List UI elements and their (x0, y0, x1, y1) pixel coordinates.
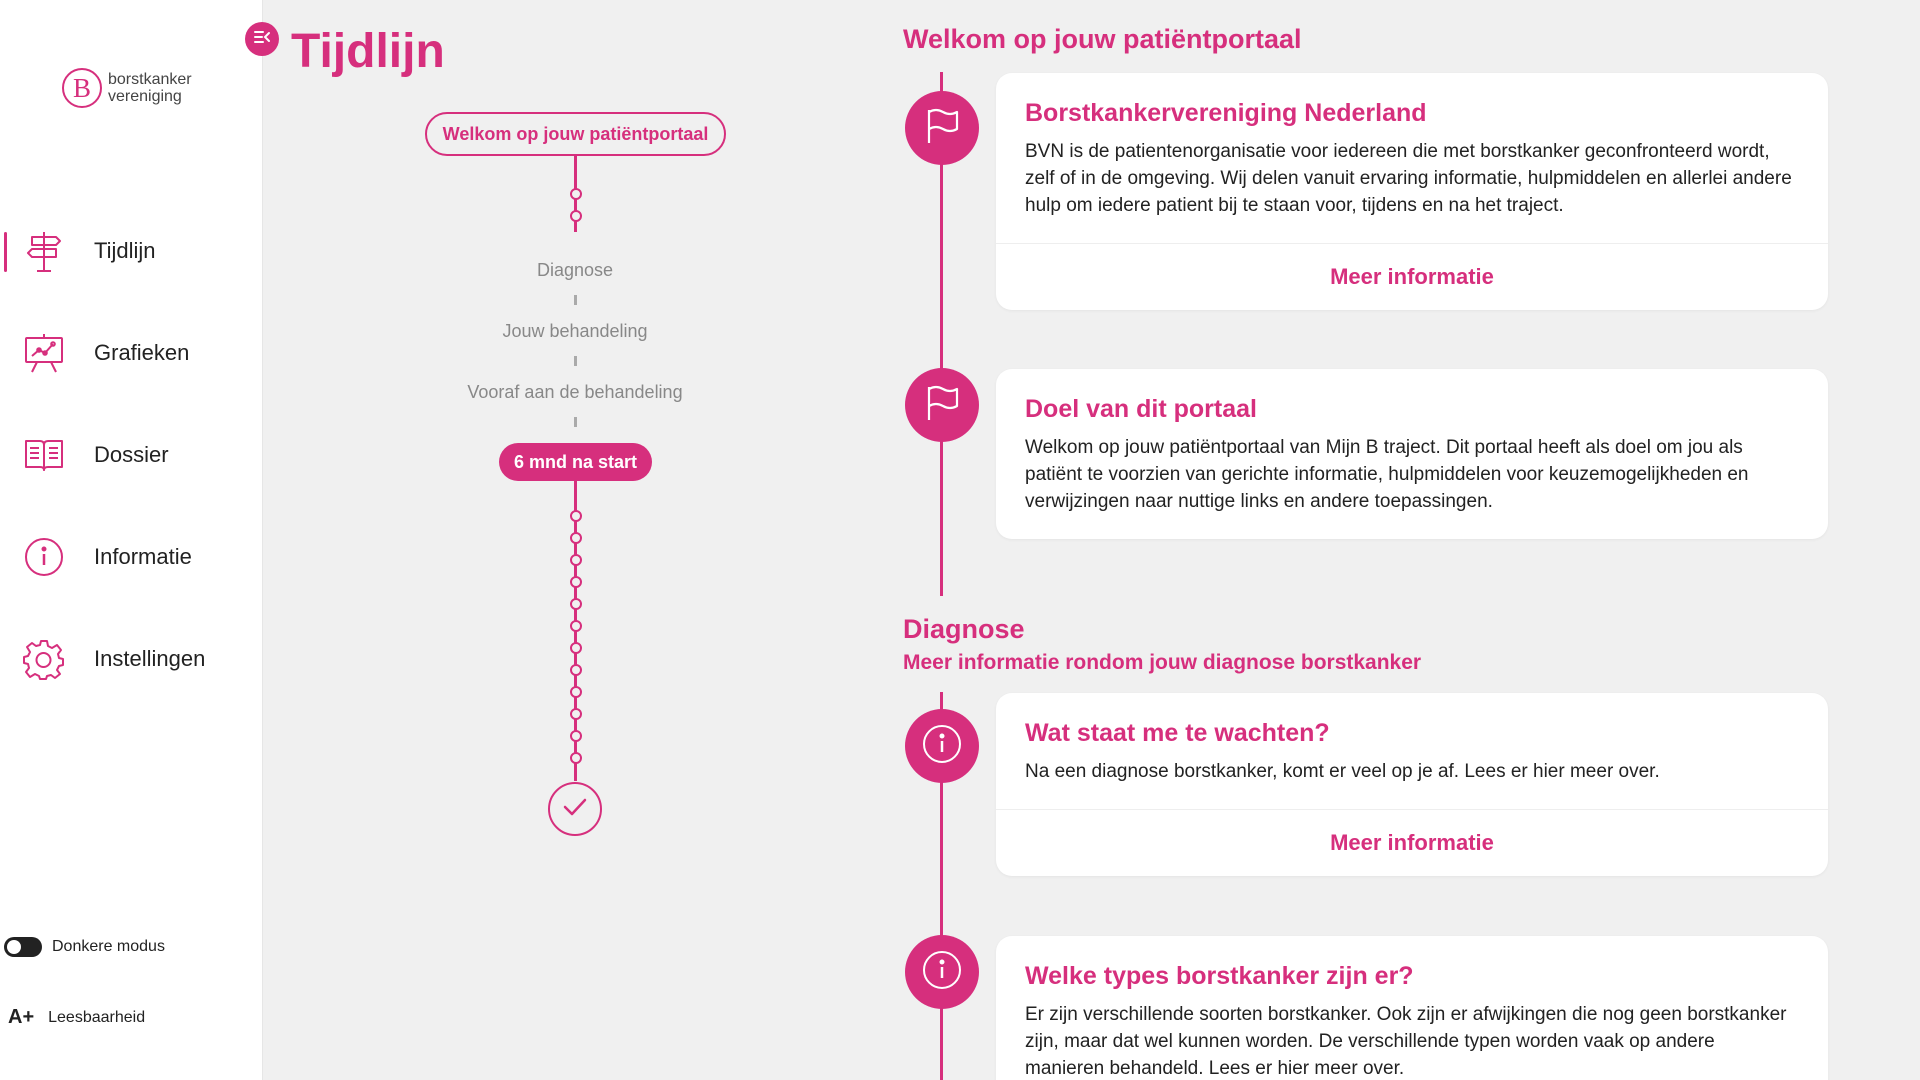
page-title: Tijdlijn (291, 25, 445, 78)
mini-current-pill[interactable]: 6 mnd na start (499, 443, 652, 481)
flag-icon (924, 107, 960, 150)
mini-step-vooraf[interactable]: Vooraf aan de behandeling (467, 382, 683, 402)
mini-tick (574, 417, 577, 427)
mini-dot[interactable] (570, 686, 582, 698)
sidebar-item-dossier[interactable]: Dossier (0, 404, 263, 506)
sidebar: B borstkanker vereniging Tijdlijn (0, 0, 263, 1080)
card-body: Welke types borstkanker zijn er? Er zijn… (996, 936, 1828, 1080)
dark-mode-label: Donkere modus (52, 938, 165, 955)
mini-dot[interactable] (570, 620, 582, 632)
sidebar-item-grafieken[interactable]: Grafieken (0, 302, 263, 404)
info-card: Wat staat me te wachten? Na een diagnose… (996, 693, 1828, 876)
mini-dot[interactable] (570, 532, 582, 544)
info-card: Welke types borstkanker zijn er? Er zijn… (996, 936, 1828, 1080)
sidebar-item-label: Tijdlijn (94, 238, 156, 263)
more-info-link[interactable]: Meer informatie (996, 243, 1828, 310)
check-icon (562, 797, 588, 822)
readability-button[interactable]: A+ Leesbaarheid (8, 1006, 145, 1029)
mini-start-pill[interactable]: Welkom op jouw patiëntportaal (425, 112, 726, 156)
sidebar-nav: Tijdlijn Grafieken (0, 200, 263, 710)
mini-dot[interactable] (570, 642, 582, 654)
mini-dot[interactable] (570, 554, 582, 566)
sidebar-item-instellingen[interactable]: Instellingen (0, 608, 263, 710)
sidebar-item-tijdlijn[interactable]: Tijdlijn (0, 200, 263, 302)
mini-dot[interactable] (570, 752, 582, 764)
sidebar-item-informatie[interactable]: Informatie (0, 506, 263, 608)
info-card: Doel van dit portaal Welkom op jouw pati… (996, 369, 1828, 539)
timeline-line (940, 692, 943, 1080)
collapse-icon (253, 30, 271, 49)
card-title: Welke types borstkanker zijn er? (1025, 962, 1414, 990)
mini-dot[interactable] (570, 598, 582, 610)
mini-dot[interactable] (570, 210, 582, 222)
logo-line-2: vereniging (108, 88, 182, 105)
sidebar-item-label: Instellingen (94, 646, 206, 671)
collapse-sidebar-button[interactable] (245, 22, 279, 56)
card-text: Er zijn verschillende soorten borstkanke… (1025, 1004, 1787, 1079)
card-text: Welkom op jouw patiëntportaal van Mijn B… (1025, 437, 1749, 512)
diagnose-subheading: Meer informatie rondom jouw diagnose bor… (903, 651, 1422, 674)
card-text: BVN is de patientenorganisatie voor iede… (1025, 141, 1792, 216)
mini-finish (548, 782, 602, 836)
mini-dot[interactable] (570, 730, 582, 742)
timeline-node (905, 709, 979, 783)
timeline-node (905, 935, 979, 1009)
mini-tick (574, 295, 577, 305)
info-icon (921, 723, 963, 770)
card-body: Wat staat me te wachten? Na een diagnose… (996, 693, 1828, 809)
dark-mode-toggle[interactable]: Donkere modus (4, 937, 165, 957)
timeline-node (905, 368, 979, 442)
more-info-link[interactable]: Meer informatie (996, 809, 1828, 876)
info-icon (22, 535, 66, 579)
card-body: Doel van dit portaal Welkom op jouw pati… (996, 369, 1828, 539)
card-title: Wat staat me te wachten? (1025, 719, 1330, 747)
card-text: Na een diagnose borstkanker, komt er vee… (1025, 761, 1660, 782)
timeline-line (940, 72, 943, 596)
card-title: Borstkankervereniging Nederland (1025, 99, 1427, 127)
chart-board-icon (22, 331, 66, 375)
mini-dot[interactable] (570, 708, 582, 720)
mini-step-diagnose[interactable]: Diagnose (536, 260, 614, 280)
toggle-switch[interactable] (4, 937, 42, 957)
card-body: Borstkankervereniging Nederland BVN is d… (996, 73, 1828, 243)
logo-line-1: borstkanker (108, 71, 192, 88)
sidebar-item-label: Informatie (94, 544, 192, 569)
mini-dot[interactable] (570, 664, 582, 676)
intro-heading: Welkom op jouw patiëntportaal (903, 24, 1302, 54)
logo-mark: B (62, 68, 102, 108)
signpost-icon (22, 229, 66, 273)
mini-dot[interactable] (570, 510, 582, 522)
gear-icon (22, 637, 66, 681)
sidebar-item-label: Grafieken (94, 340, 190, 365)
readability-label: Leesbaarheid (48, 1008, 146, 1026)
mini-dot[interactable] (570, 576, 582, 588)
book-icon (22, 433, 66, 477)
sidebar-item-label: Dossier (94, 442, 169, 467)
info-icon (921, 949, 963, 996)
timeline-node (905, 91, 979, 165)
card-title: Doel van dit portaal (1025, 395, 1257, 423)
mini-step-behandeling[interactable]: Jouw behandeling (502, 321, 648, 341)
text-size-icon: A+ (8, 1006, 35, 1028)
logo-text: borstkanker vereniging (108, 71, 192, 105)
flag-icon (924, 384, 960, 427)
diagnose-heading: Diagnose (903, 614, 1025, 644)
info-card: Borstkankervereniging Nederland BVN is d… (996, 73, 1828, 310)
mini-tick (574, 356, 577, 366)
brand-logo[interactable]: B borstkanker vereniging (62, 68, 192, 108)
mini-dot[interactable] (570, 188, 582, 200)
